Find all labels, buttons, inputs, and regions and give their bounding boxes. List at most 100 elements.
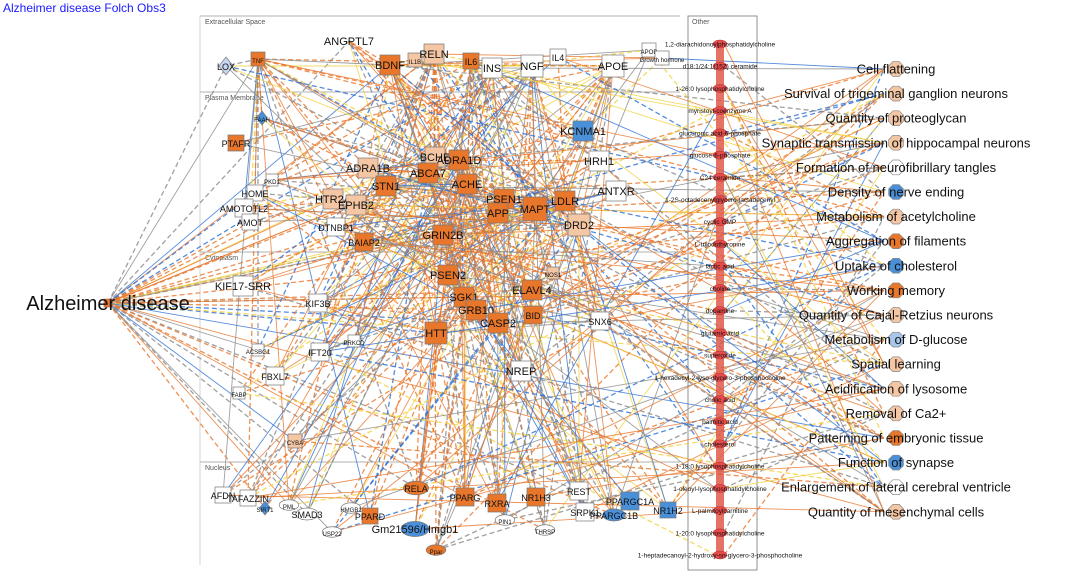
node-kif3b[interactable]: KIF3B [305,293,331,313]
node-ppargc1a[interactable]: PPARGC1A [606,491,654,511]
function-node[interactable]: Density of nerve ending [828,184,965,200]
node-nrep[interactable]: NREP [506,360,537,382]
other-item[interactable]: 1-18:0 lysophosphatidylcholine [676,461,765,471]
node-rela[interactable]: RELA [403,480,429,496]
node-pparg[interactable]: PPARG [450,487,481,507]
node-apob[interactable]: APOB [641,42,658,58]
node-faah[interactable]: FAAH [254,110,270,126]
function-node[interactable]: Removal of Ca2+ [846,405,947,422]
node-fbxl7[interactable]: FBXL7 [261,366,289,386]
node-htr2a[interactable]: HTR2A [315,188,352,210]
function-node[interactable]: Metabolism of acetylcholine [816,208,976,225]
function-node[interactable]: Formation of neurofibrillary tangles [796,159,997,176]
node-reln[interactable]: RELN [419,43,449,65]
node-antxr[interactable]: ANTXR [597,180,635,202]
function-node[interactable]: Uptake of cholesterol [835,258,957,274]
node-tafazzin[interactable]: TAFAZZIN [227,489,269,507]
node-apoe[interactable]: APOE [598,54,629,78]
node-psen2[interactable]: PSEN2 [430,264,466,286]
node-il4[interactable]: IL4 [549,48,567,66]
hub-alzheimer-disease[interactable]: Alzheimer disease [26,293,189,315]
function-node[interactable]: Quantity of mesenchymal cells [808,504,985,520]
function-node[interactable]: Spatial learning [851,356,941,372]
node-prkcd[interactable]: PRKCD [343,334,365,348]
node-acsbg1[interactable]: ACSBG1 [246,343,271,357]
node-usp22[interactable]: USP22 [321,526,342,538]
node-nr1h3[interactable]: NR1H3 [521,487,551,507]
node-thrsp[interactable]: THRSP [535,524,555,536]
function-node[interactable]: Aggregation of filaments [826,233,967,249]
node-adra1d[interactable]: ADRA1D [437,149,482,171]
node-bche[interactable]: BCHE [420,146,451,168]
function-node[interactable]: Function of synapse [838,454,954,471]
other-item[interactable]: cholesterol [704,439,736,449]
function-node[interactable]: Working memory [847,282,946,299]
node-adra1b[interactable]: ADRA1B [346,157,390,179]
node-cyba[interactable]: CYBA [287,433,303,449]
node-gh[interactable]: Growth hormone [640,50,685,66]
other-item[interactable]: L-triiodothyronine [695,239,746,249]
node-kif17[interactable]: KIF17-SRR [215,275,271,297]
other-item[interactable]: glutamic acid [701,328,739,338]
node-mapt[interactable]: MAPT [520,196,551,222]
other-item[interactable]: superoxide [704,350,736,360]
node-ppargc1b[interactable]: PPARGC1B [590,508,638,522]
node-nr1h2[interactable]: NR1H2 [653,501,683,519]
node-stn1[interactable]: STN1 [372,175,400,197]
function-node[interactable]: Enlargement of lateral cerebral ventricl… [781,479,1011,495]
node-smad3[interactable]: SMAD3 [291,507,323,521]
node-home[interactable]: HOME [242,184,269,202]
other-item[interactable]: 1-26:0 lysophosphatidylcholine [676,84,765,93]
node-fabp[interactable]: FABP [231,386,247,400]
node-casp2[interactable]: CASP2 [480,312,516,334]
other-item[interactable]: C24 ceramide [700,173,741,182]
other-item[interactable]: 1-heptadecanoyl-2-hydroxy-sn-glycero-3-p… [638,550,803,560]
node-app[interactable]: APP [487,202,509,224]
node-ift20[interactable]: IFT20 [308,342,332,362]
node-pin1[interactable]: PIN1 [494,514,516,526]
node-srpk1[interactable]: SRPK1 [570,502,600,522]
node-il6[interactable]: IL6 [462,52,480,70]
other-item[interactable]: choline [710,284,731,293]
node-grin2b[interactable]: GRIN2B [423,224,464,246]
function-node[interactable]: Patterning of embryonic tissue [809,430,984,446]
node-dtnbp1[interactable]: DTNBP1 [318,217,354,237]
node-tnf[interactable]: TNF [250,51,266,67]
other-item[interactable]: L-palmitoylcarnitine [692,506,748,516]
node-bid[interactable]: BID [523,305,543,325]
node-grb10[interactable]: GRB10 [458,299,494,321]
node-amot[interactable]: AMOT [237,213,264,231]
other-item[interactable]: glucose-6-phosphate [690,150,751,160]
other-item[interactable]: d18:1/24:1(15Z) ceramide [683,61,758,71]
function-node[interactable]: Metabolism of D-glucose [824,331,968,348]
node-drd2[interactable]: DRD2 [564,213,594,237]
node-angptl7[interactable]: ANGPTL7 [324,36,374,48]
other-item[interactable]: 1,2-diarachidonoylphosphatidylcholine [665,39,776,49]
other-item[interactable]: dopamine [706,306,735,316]
function-node[interactable]: Quantity of proteoglycan [826,110,967,126]
other-item[interactable]: cyclic GMP [704,217,737,227]
other-item[interactable]: lactic acid [706,261,735,271]
node-hmgb1[interactable]: HMGB1 [340,502,362,514]
node-htt[interactable]: HTT [424,321,448,345]
node-il1b[interactable]: IL1B [407,52,423,68]
other-item[interactable]: 1-oleoyl-lysophosphatidylcholine [673,484,767,493]
node-pkd1[interactable]: PKD1 [264,173,280,187]
node-snx6[interactable]: SNX6 [588,311,612,331]
node-pml[interactable]: PML [278,499,300,511]
node-nos1[interactable]: NOS1 [545,266,562,280]
node-ppard[interactable]: PPARD [355,507,386,525]
function-node[interactable]: Survival of trigeminal ganglion neurons [784,85,1009,102]
node-abca7[interactable]: ABCA7 [410,162,446,184]
node-sirt1[interactable]: SIRT1 [257,500,275,516]
node-ins[interactable]: INS [481,57,503,79]
node-gm[interactable]: Gm21596/Hmgb1 [372,521,459,537]
other-item[interactable]: 1-20:0 lysophosphatidylcholine [676,528,765,538]
function-node[interactable]: Quantity of Cajal-Retzius neurons [799,307,994,323]
node-hrh1[interactable]: HRH1 [584,150,614,172]
node-ppar[interactable]: Ppar [425,544,447,556]
function-node[interactable]: Acidification of lysosome [825,381,967,397]
other-item[interactable]: cholic acid [705,395,736,404]
node-afdn[interactable]: AFDN [211,486,236,504]
other-item[interactable]: palmitic acid [702,417,738,427]
